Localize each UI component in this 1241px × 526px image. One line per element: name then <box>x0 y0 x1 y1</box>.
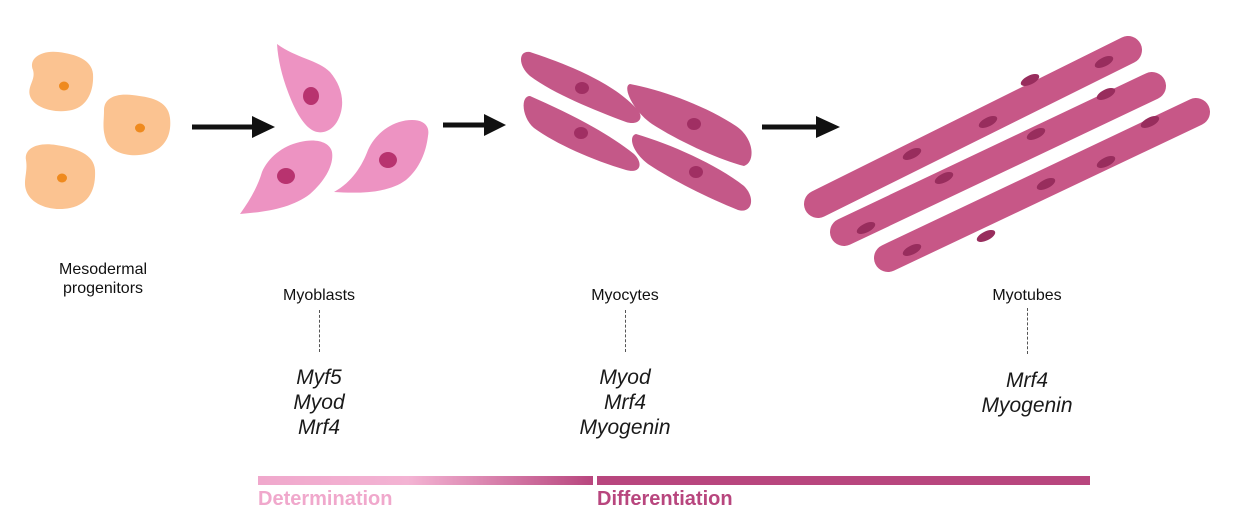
differentiation-phase-bar <box>597 476 1090 485</box>
dashed-connector <box>1027 308 1028 354</box>
myotube-nucleus <box>856 222 876 234</box>
myocyte-cell <box>523 96 640 171</box>
myotube-gene-list: Mrf4 Myogenin <box>957 368 1097 418</box>
gene-label: Mrf4 <box>1006 369 1048 392</box>
myocyte-nucleus <box>574 127 588 139</box>
arrow-icon <box>762 116 840 138</box>
gene-label: Myogenin <box>579 416 671 439</box>
myotube-nucleus <box>1140 116 1160 128</box>
myotube-cells <box>804 36 1210 272</box>
determination-phase-label: Determination <box>258 488 393 510</box>
myocyte-cell <box>627 84 752 166</box>
stage-label-line: Myotubes <box>992 287 1062 304</box>
myocyte-nucleus <box>575 82 589 94</box>
myoblast-cell <box>334 120 429 193</box>
stage-label-line: Mesodermal <box>58 261 148 278</box>
stage-label-mesodermal: Mesodermal progenitors <box>28 260 178 298</box>
myotube-nucleus <box>1094 56 1114 68</box>
myoblast-cell <box>277 44 343 133</box>
arrow-icon <box>192 116 275 138</box>
myotube-nucleus <box>1096 156 1116 168</box>
progenitor-nucleus <box>59 81 69 91</box>
progenitor-nucleus <box>57 173 67 183</box>
myotube-nucleus <box>902 148 922 160</box>
gene-label: Mrf4 <box>298 416 340 439</box>
gene-label: Mrf4 <box>604 391 646 414</box>
myotube-nucleus <box>1026 128 1046 140</box>
myotube-cell <box>830 72 1166 246</box>
arrow-icon <box>443 114 506 136</box>
myotube-nucleus <box>978 116 998 128</box>
stage-label-myotubes: Myotubes <box>962 286 1092 305</box>
myotube-nucleus <box>976 230 996 242</box>
gene-label: Myf5 <box>296 366 342 389</box>
myocyte-cells <box>521 51 752 211</box>
myocyte-nucleus <box>687 118 701 130</box>
myoblast-cells <box>240 44 429 214</box>
myocyte-gene-list: Myod Mrf4 Myogenin <box>555 365 695 440</box>
stage-label-line: progenitors <box>62 280 144 297</box>
myoblast-nucleus <box>379 152 397 168</box>
myotube-cell <box>804 36 1142 218</box>
myoblast-gene-list: Myf5 Myod Mrf4 <box>254 365 384 440</box>
mesodermal-progenitor-cells <box>25 51 171 210</box>
progenitor-cell <box>25 144 96 210</box>
myocyte-cell <box>632 134 752 211</box>
progenitor-cell <box>29 51 94 112</box>
gene-label: Myod <box>599 366 651 389</box>
myotube-nucleus <box>902 244 922 256</box>
progenitor-nucleus <box>135 123 145 133</box>
stage-label-myoblasts: Myoblasts <box>254 286 384 305</box>
stage-label-line: Myocytes <box>591 287 659 304</box>
stage-label-myocytes: Myocytes <box>560 286 690 305</box>
myocyte-cell <box>521 51 641 124</box>
myotube-nucleus <box>934 172 954 184</box>
myotube-nucleus <box>1036 178 1056 190</box>
myocyte-nucleus <box>689 166 703 178</box>
dashed-connector <box>625 310 626 352</box>
stage-label-line: Myoblasts <box>282 287 356 304</box>
gene-label: Myod <box>293 391 345 414</box>
determination-phase-bar <box>258 476 593 485</box>
myoblast-nucleus <box>303 87 319 105</box>
myotube-cell <box>874 98 1210 272</box>
myoblast-nucleus <box>277 168 295 184</box>
differentiation-phase-label: Differentiation <box>597 488 733 510</box>
gene-label: Myogenin <box>981 394 1073 417</box>
myotube-nucleus <box>1096 88 1116 100</box>
dashed-connector <box>319 310 320 352</box>
myoblast-cell <box>240 140 333 214</box>
progenitor-cell <box>103 94 171 156</box>
myotube-nucleus <box>1020 74 1040 86</box>
